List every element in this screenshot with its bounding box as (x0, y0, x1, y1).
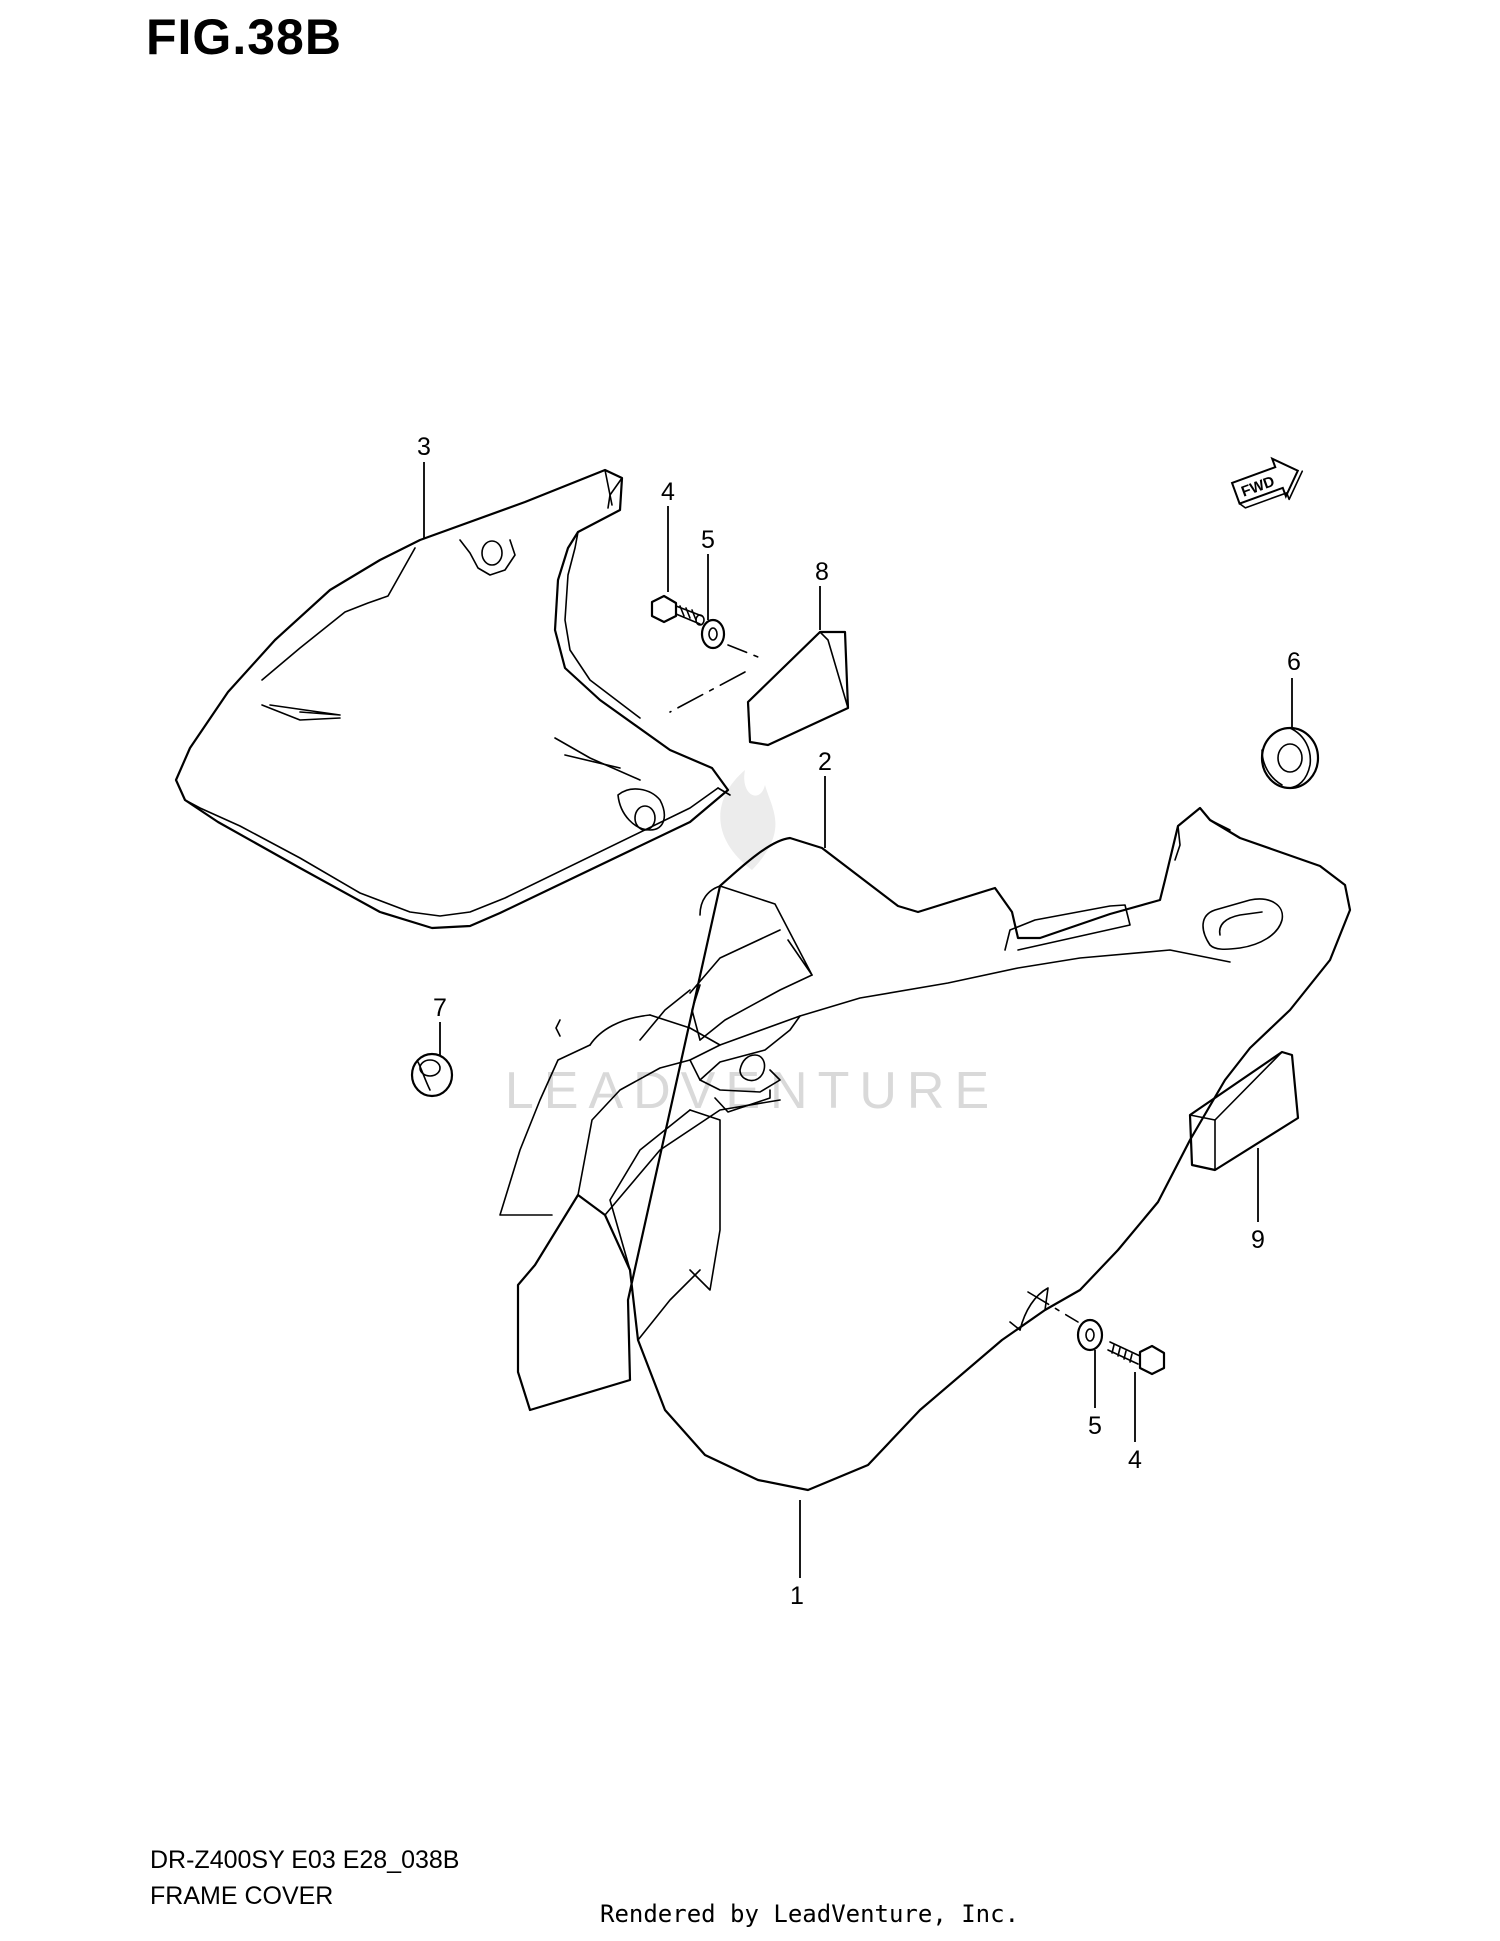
callout-8: 8 (815, 558, 829, 586)
part-9-foam-pad (1188, 1050, 1300, 1172)
model-code: DR-Z400SY E03 E28_038B (150, 1846, 460, 1874)
part-3-frame-cover-upper (174, 468, 731, 930)
part-2-frame-cover-inner (689, 885, 813, 1041)
part-6-grommet (1260, 726, 1320, 790)
part-4-bolt-lower (1107, 1341, 1166, 1376)
render-credit: Rendered by LeadVenture, Inc. (600, 1900, 1020, 1928)
callout-1: 1 (790, 1582, 804, 1610)
callout-6: 6 (1287, 648, 1301, 676)
callout-5-upper: 5 (701, 526, 715, 554)
callout-numbers: 3 4 5 8 6 2 7 9 5 4 1 (417, 433, 1301, 1610)
fwd-arrow-icon (1230, 456, 1300, 505)
figure-title: FIG.38B (146, 9, 342, 65)
part-5-washer-lower (1076, 1318, 1104, 1352)
part-7-grommet (410, 1052, 454, 1098)
callout-4-upper: 4 (661, 478, 675, 506)
callout-4-lower: 4 (1128, 1446, 1142, 1474)
callout-9: 9 (1251, 1226, 1265, 1254)
callout-7: 7 (433, 994, 447, 1022)
watermark: LEADVENTURE (505, 770, 989, 1120)
assembly-line-lower (1027, 1291, 1079, 1323)
part-5-washer-upper (700, 618, 726, 650)
callout-5-lower: 5 (1088, 1412, 1102, 1440)
fwd-direction-marker: FWD (1230, 456, 1304, 509)
section-name: FRAME COVER (150, 1882, 334, 1910)
callout-2: 2 (818, 748, 832, 776)
callout-3: 3 (417, 433, 431, 461)
assembly-line-upper (669, 644, 759, 713)
watermark-flame-icon (720, 770, 776, 870)
part-8-foam-pad (746, 630, 850, 747)
part-1-side-cover (499, 806, 1352, 1492)
part-4-bolt-upper (650, 594, 705, 626)
leader-lines (423, 462, 1293, 1578)
